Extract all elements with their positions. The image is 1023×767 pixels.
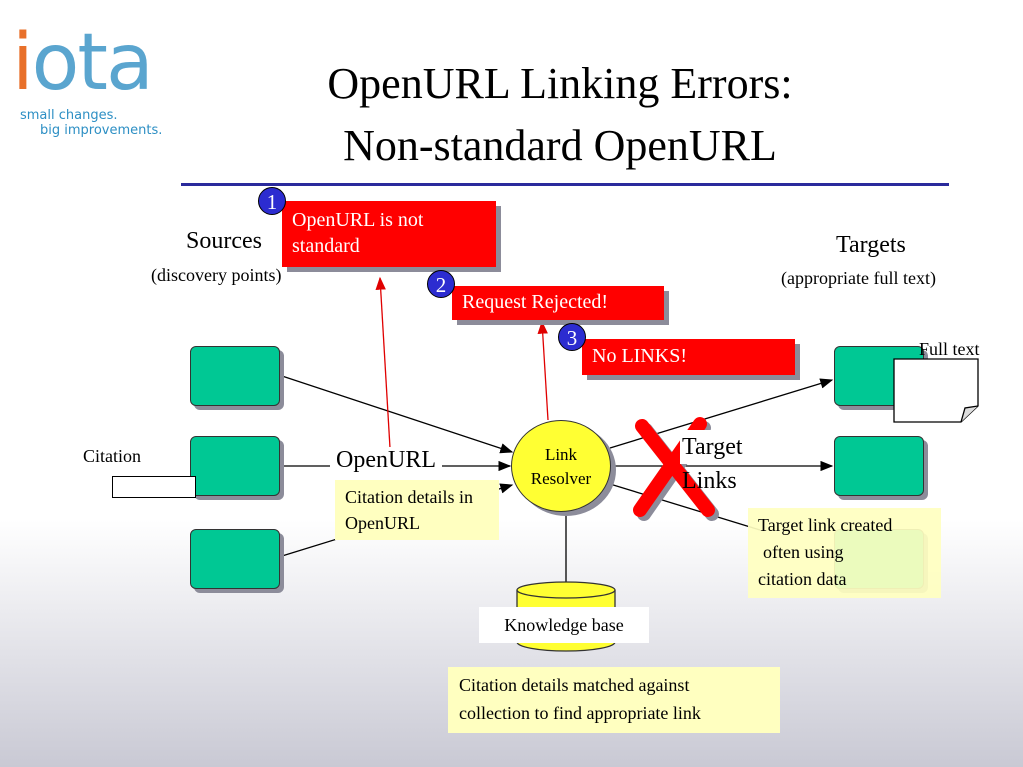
link-resolver-line2: Resolver — [530, 469, 592, 488]
source-node-2 — [190, 436, 280, 496]
slide-title-line2: Non-standard OpenURL — [343, 121, 777, 170]
iota-logo: iota — [12, 18, 154, 108]
kb-note-line1: Citation details matched against — [459, 675, 690, 695]
error-number-badge-3: 3 — [558, 323, 586, 351]
error-box-2: Request Rejected! — [452, 286, 664, 320]
target-link-note: Target link created often using citation… — [748, 508, 941, 598]
link-resolver-line1: Link — [544, 445, 578, 464]
target-links-line2: Links — [682, 468, 737, 494]
error-number-badge-1: 1 — [258, 187, 286, 215]
error2-pointer — [537, 320, 549, 421]
line-resolver-target3 — [609, 483, 761, 531]
title-divider — [181, 183, 949, 186]
openurl-label: OpenURL — [330, 447, 442, 474]
openurl-note: Citation details in OpenURL — [335, 480, 499, 540]
target-note-line2: often using — [763, 542, 844, 562]
targets-label: Targets — [836, 232, 906, 258]
citation-label: Citation — [83, 446, 141, 466]
citation-document — [112, 476, 196, 498]
link-resolver-node: Link Resolver — [511, 420, 611, 512]
error-box-3: No LINKS! — [582, 339, 795, 375]
full-text-document-icon — [893, 358, 979, 423]
target-note-line1: Target link created — [758, 515, 893, 535]
error-box-1: OpenURL is not standard — [282, 201, 496, 267]
knowledge-base-note: Citation details matched against collect… — [448, 667, 780, 733]
error-number-badge-2: 2 — [427, 270, 455, 298]
targets-sublabel: (appropriate full text) — [781, 268, 936, 288]
sources-sublabel: (discovery points) — [151, 265, 282, 285]
full-text-label: Full text — [919, 339, 980, 359]
kb-note-line2: collection to find appropriate link — [459, 703, 701, 723]
target-note-line3: citation data — [758, 569, 847, 589]
target-links-line1: Target — [680, 430, 745, 464]
source-node-1 — [190, 346, 280, 406]
sources-label: Sources — [186, 228, 262, 254]
slide-title-line1: OpenURL Linking Errors: — [327, 59, 793, 108]
logo-tagline-1: small changes. — [20, 108, 118, 123]
knowledge-base-label: Knowledge base — [479, 607, 649, 643]
arrow-source1-resolver — [281, 375, 514, 454]
target-node-2 — [834, 436, 924, 496]
error1-pointer — [375, 276, 391, 449]
target-links-label: Target Links — [680, 430, 745, 498]
logo-tagline-2: big improvements. — [40, 123, 163, 138]
source-node-3 — [190, 529, 280, 589]
